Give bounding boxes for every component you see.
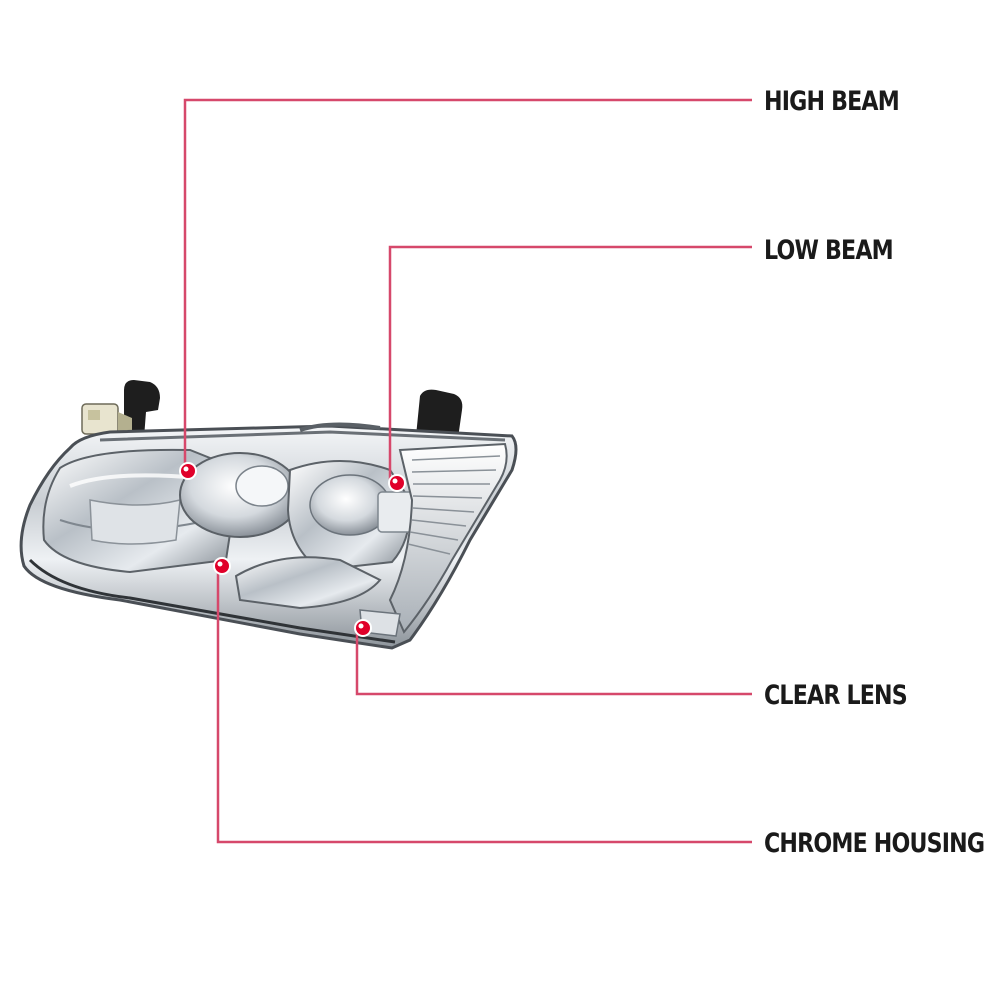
connector-plug-icon (81, 403, 132, 435)
label-clear-lens: CLEAR LENS (764, 680, 908, 711)
marker-dot-clear-lens (354, 619, 372, 637)
leader-line-clear-lens (355, 628, 752, 696)
marker-dots (179, 462, 406, 637)
marker-dot-low-beam (388, 474, 406, 492)
leader-lines (183, 98, 752, 844)
marker-dot-high-beam (179, 462, 197, 480)
marker-dot-chrome-housing (213, 557, 231, 575)
leader-line-low-beam (388, 245, 752, 486)
label-high-beam: HIGH BEAM (764, 86, 900, 117)
leader-line-chrome-housing (216, 566, 752, 844)
mounting-bracket-icon (124, 380, 463, 438)
leader-line-high-beam (183, 98, 752, 472)
headlight-assembly (19, 380, 518, 650)
label-low-beam: LOW BEAM (764, 235, 894, 266)
label-chrome-housing: CHROME HOUSING (764, 828, 985, 859)
